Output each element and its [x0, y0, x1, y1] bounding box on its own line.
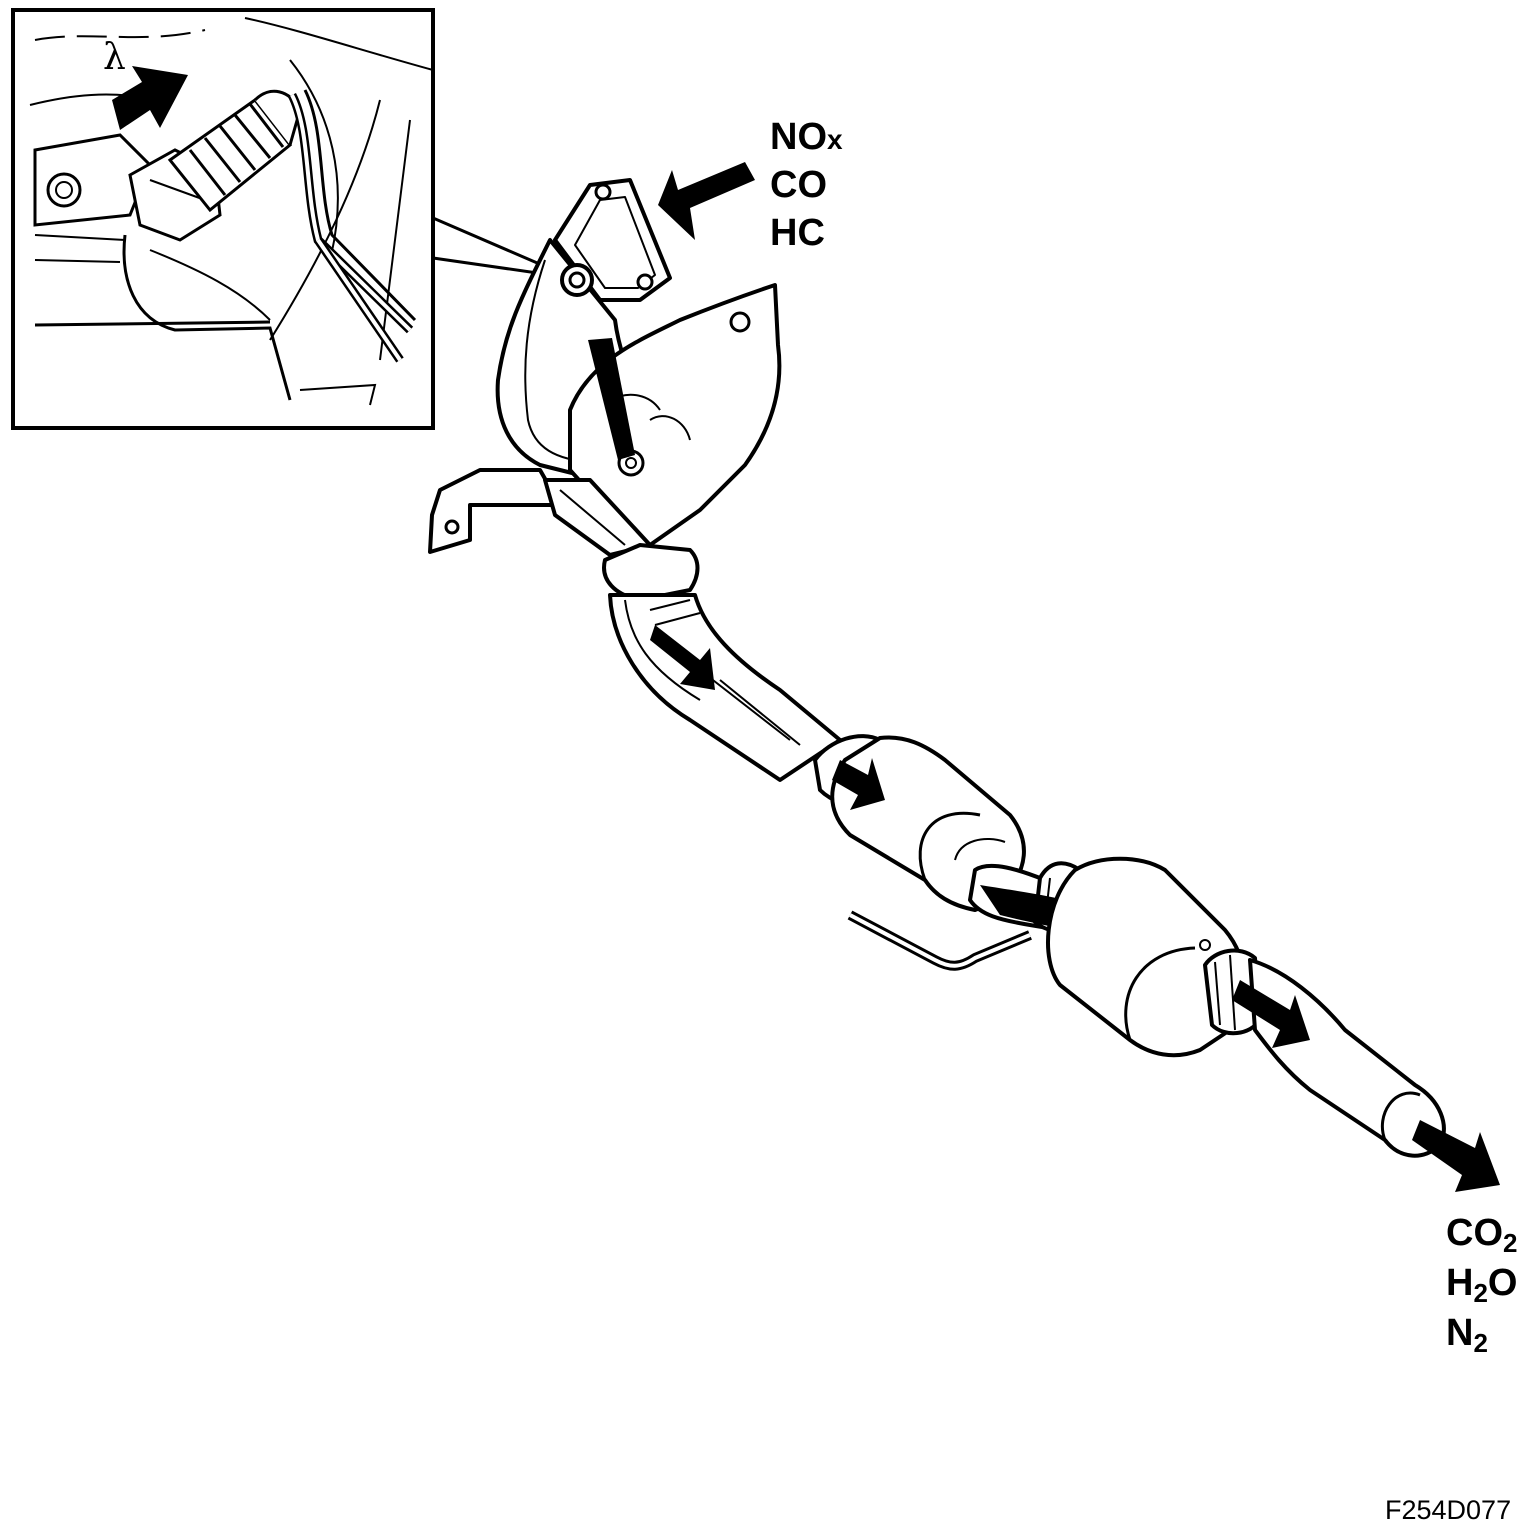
rear-catalytic-converter — [1046, 856, 1500, 1192]
figure-id: F254D077 — [1385, 1495, 1512, 1525]
gas-nox: NOx — [770, 116, 843, 158]
sensor-pointer-arrow — [112, 66, 188, 130]
mounting-bracket — [428, 468, 562, 554]
gas-co2: CO2 — [1446, 1212, 1518, 1258]
gas-n2: N2 — [1446, 1312, 1488, 1358]
gas-co: CO — [770, 164, 827, 206]
gas-h2o: H2O — [1446, 1262, 1518, 1308]
oxygen-sensor-inset — [11, 8, 435, 430]
inlet-flow-arrow — [658, 162, 755, 240]
heat-shield — [568, 283, 782, 547]
gas-hc: HC — [770, 212, 825, 254]
lambda-sensor-symbol: λ — [103, 37, 126, 78]
exhaust-manifold — [428, 178, 782, 557]
